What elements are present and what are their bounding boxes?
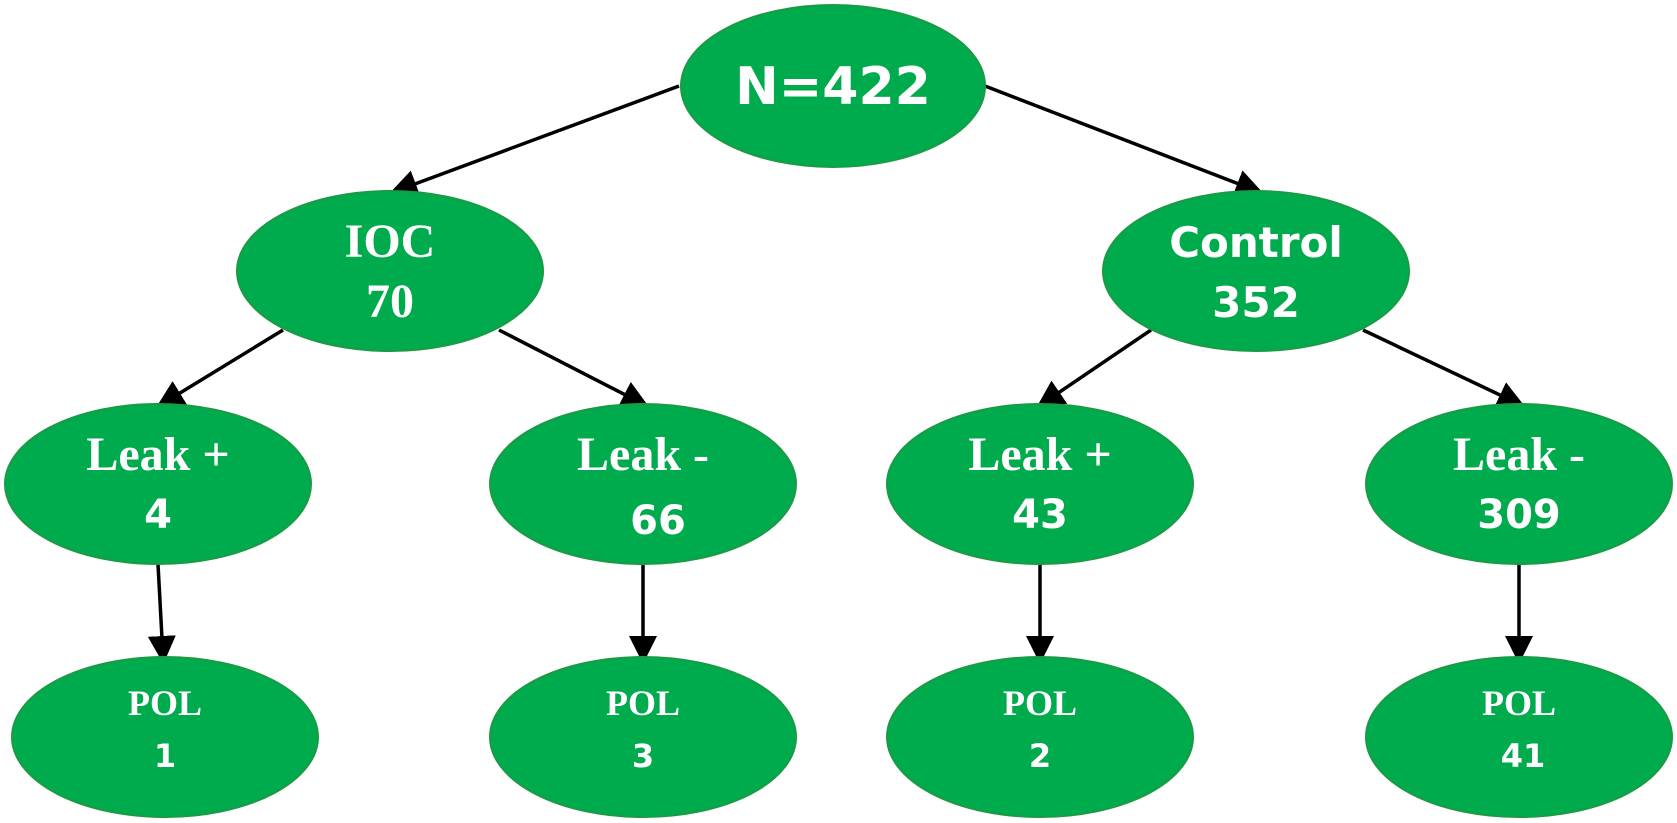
node-count: 4	[144, 492, 172, 538]
node-ellipse	[680, 4, 986, 168]
node-ioc-leak-pos: Leak + 4	[4, 403, 312, 565]
node-label: POL	[606, 683, 680, 723]
node-ctl-pos-pol: POL 2	[886, 656, 1194, 818]
edges-layer	[147, 84, 1533, 664]
node-ellipse	[236, 190, 544, 352]
node-label: Control	[1169, 218, 1343, 267]
arrow-root-to-control	[984, 84, 1264, 197]
node-ioc: IOC 70	[236, 190, 544, 352]
node-label: N=422	[735, 57, 931, 117]
node-ellipse	[1102, 190, 1410, 352]
node-ctl-neg-pol: POL 41	[1365, 656, 1673, 818]
node-control: Control 352	[1102, 190, 1410, 352]
node-ellipse	[11, 656, 319, 818]
node-ellipse	[1365, 403, 1673, 565]
node-label: IOC	[345, 215, 436, 268]
node-count: 70	[366, 275, 414, 328]
node-label: Leak -	[577, 428, 709, 481]
arrow-root-to-ioc	[389, 84, 680, 197]
node-label: POL	[128, 683, 202, 723]
node-ioc-pos-pol: POL 1	[11, 656, 319, 818]
node-label: Leak +	[968, 428, 1111, 481]
arrow-ioc-leak-pos-to-ioc-pos-pol	[147, 563, 176, 664]
node-root: N=422	[680, 4, 986, 168]
node-ellipse	[886, 403, 1194, 565]
node-count: 3	[632, 737, 654, 775]
node-count: 352	[1212, 278, 1300, 327]
node-count: 43	[1012, 492, 1068, 538]
node-ellipse	[1365, 656, 1673, 818]
arrow-control-to-ctl-leak-pos	[1036, 328, 1152, 408]
node-ctl-leak-neg: Leak - 309	[1365, 403, 1673, 565]
node-count: 309	[1477, 492, 1561, 538]
node-count: 1	[154, 737, 176, 775]
node-ctl-leak-pos: Leak + 43	[886, 403, 1194, 565]
node-label: POL	[1003, 683, 1077, 723]
node-label: Leak -	[1453, 428, 1585, 481]
node-count: 2	[1029, 737, 1051, 775]
node-label: POL	[1482, 683, 1556, 723]
node-ellipse	[886, 656, 1194, 818]
node-ellipse	[489, 403, 797, 565]
arrow-control-to-ctl-leak-neg	[1362, 328, 1526, 408]
node-count: 66	[630, 498, 686, 544]
node-count: 41	[1501, 737, 1546, 775]
node-ioc-leak-neg: Leak - 66	[489, 403, 797, 565]
node-ellipse	[4, 403, 312, 565]
arrow-ioc-to-ioc-leak-neg	[498, 328, 650, 408]
arrow-ioc-to-ioc-leak-pos	[156, 328, 284, 408]
node-ioc-neg-pol: POL 3	[489, 656, 797, 818]
node-ellipse	[489, 656, 797, 818]
node-label: Leak +	[86, 428, 229, 481]
